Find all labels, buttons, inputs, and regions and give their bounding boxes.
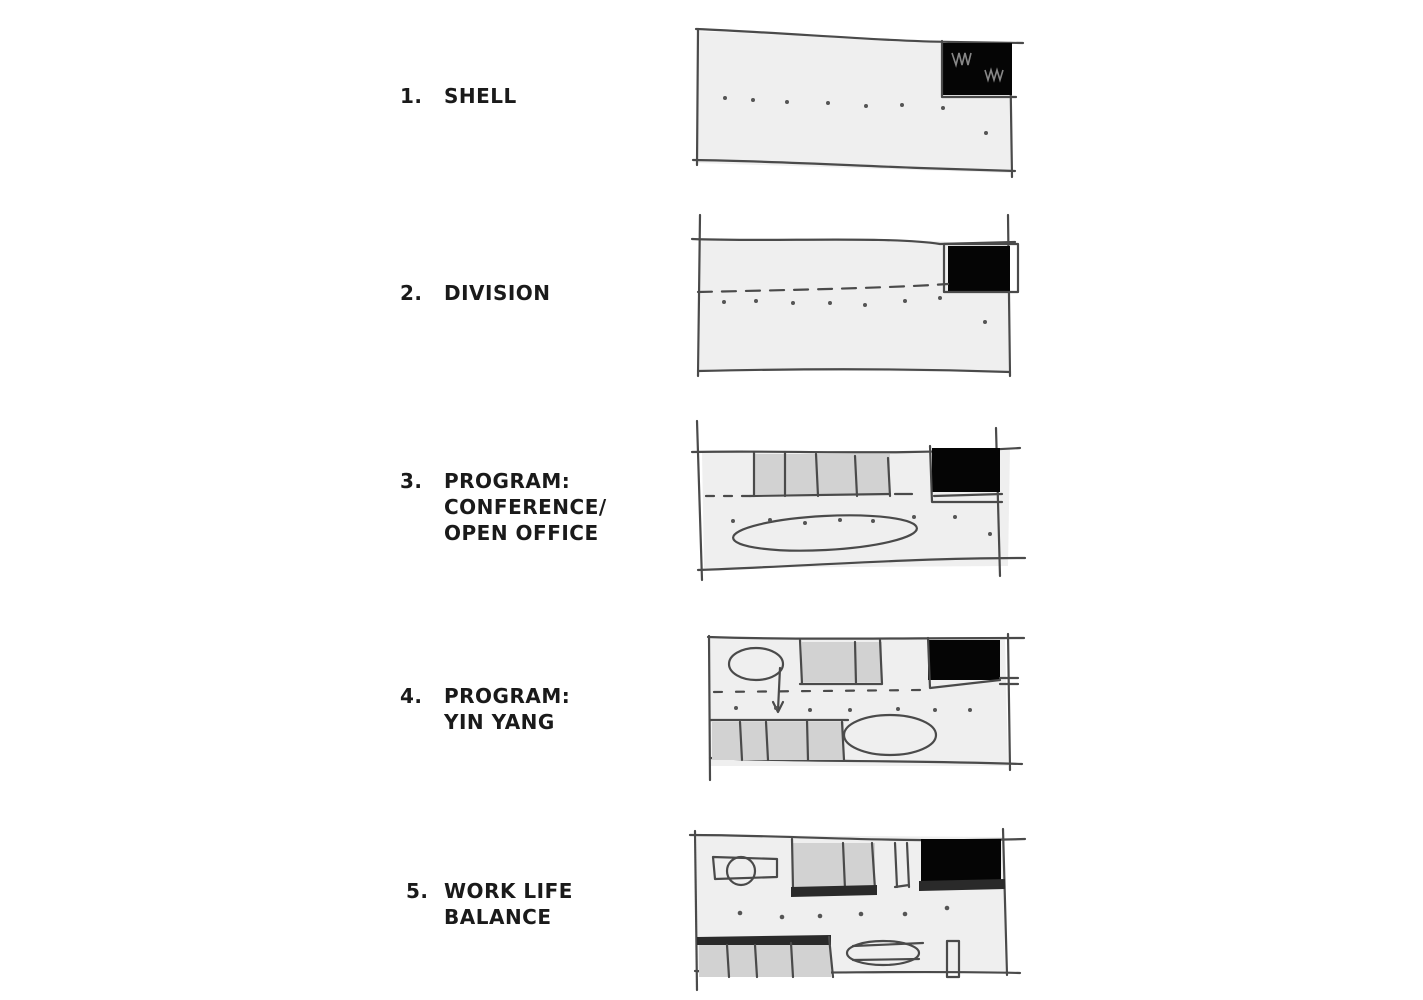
conference-rooms: [748, 450, 914, 498]
flow-arrow: [771, 666, 785, 714]
sketch-conference-open-office: [690, 418, 1035, 583]
step-title-line-1: PROGRAM:: [444, 469, 571, 493]
rooms-bottom: [697, 935, 835, 979]
rooms-top: [790, 837, 911, 897]
core-block: [942, 43, 1012, 95]
sketch-division: [690, 212, 1030, 382]
breakout-zone-bottom: [842, 713, 938, 757]
core-block: [928, 640, 1000, 680]
step-title: SHELL: [444, 84, 517, 108]
focus-pod: [711, 855, 779, 887]
core-block: [921, 839, 1001, 885]
step-number: 1.: [400, 84, 423, 108]
sketch-yin-yang: [700, 630, 1030, 785]
rooms-top: [798, 638, 884, 686]
column-dots: [722, 296, 987, 324]
breakout-zone-top: [727, 646, 785, 682]
column-dots: [731, 515, 992, 536]
step-title-line-2: CONFERENCE/: [444, 495, 607, 519]
step-title-line-1: WORK LIFE: [444, 879, 573, 903]
step-title-line-2: BALANCE: [444, 905, 552, 929]
step-number: 2.: [400, 281, 423, 305]
open-office-zone: [732, 514, 918, 552]
step-title-line-2: YIN YANG: [444, 710, 555, 734]
lounge-pod: [845, 939, 925, 967]
step-number: 3.: [400, 469, 423, 493]
step-number: 4.: [400, 684, 423, 708]
column-dots: [723, 96, 988, 135]
step-number: 5.: [406, 879, 429, 903]
sketch-work-life-balance: [685, 825, 1030, 995]
core-block: [948, 246, 1010, 291]
rooms-bottom: [708, 718, 850, 762]
column-dots: [734, 706, 972, 712]
column-dots: [737, 905, 950, 920]
sketch-shell: [690, 25, 1030, 180]
core-block: [932, 448, 1000, 492]
step-title-line-1: PROGRAM:: [444, 684, 571, 708]
step-title: DIVISION: [444, 281, 551, 305]
step-title-line-3: OPEN OFFICE: [444, 521, 599, 545]
